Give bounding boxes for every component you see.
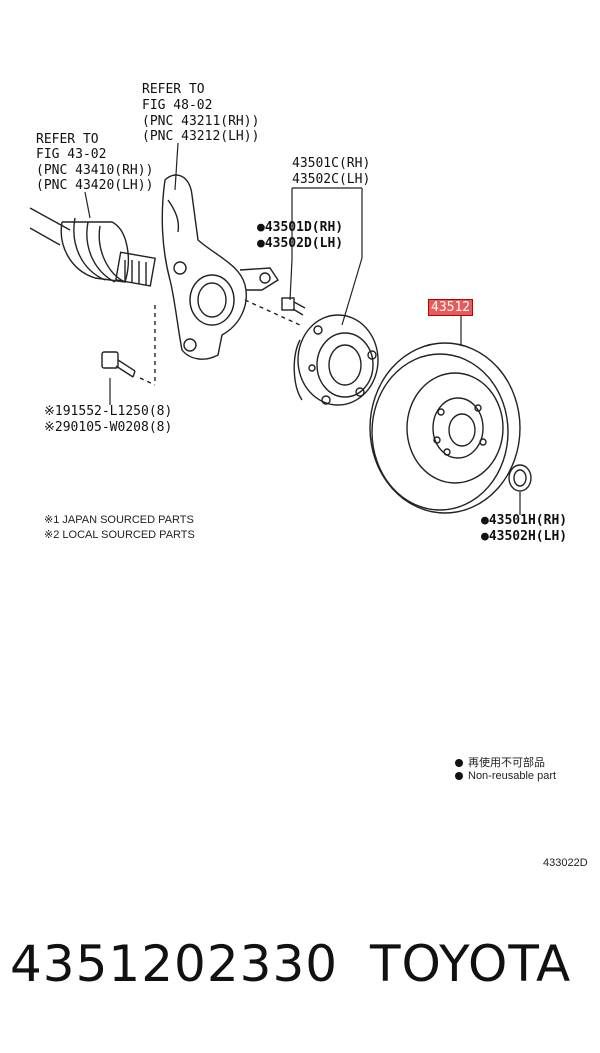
- refer-left-line3: (PNC 43410(RH)): [36, 163, 154, 178]
- note-local: ※2 LOCAL SOURCED PARTS: [44, 529, 195, 541]
- knuckle-bolt-line2: ※290105-W0208(8): [44, 420, 173, 435]
- brake-disc-drawing: [369, 342, 521, 514]
- hub-nut-drawing: [508, 464, 532, 492]
- bolt-part-lh: ●43502D(LH): [257, 236, 344, 251]
- refer-upper-line1: REFER TO: [142, 82, 205, 97]
- refer-upper-line3: (PNC 43211(RH)): [142, 114, 260, 129]
- legend-jp: 再使用不可部品: [455, 754, 545, 770]
- leader-lines: [84, 142, 521, 515]
- hub-part-lh: 43502C(LH): [292, 172, 371, 187]
- nut-part-lh: ●43502H(LH): [481, 529, 568, 544]
- legend-en: Non-reusable part: [455, 770, 556, 782]
- hub-bolt-drawing: [281, 297, 306, 316]
- legend-en-text: Non-reusable part: [468, 770, 557, 782]
- hub-part-rh: 43501C(RH): [292, 156, 371, 171]
- refer-upper-line4: (PNC 43212(LH)): [142, 129, 260, 144]
- wheel-hub-drawing: [293, 314, 379, 406]
- drive-shaft-drawing: [29, 207, 156, 287]
- assembly-dash-lines: [139, 299, 301, 386]
- disc-part-highlight[interactable]: 43512: [428, 299, 474, 316]
- legend-jp-text: 再使用不可部品: [468, 757, 545, 769]
- refer-left-line1: REFER TO: [36, 132, 99, 147]
- footer-part-number: 4351202330: [10, 935, 339, 993]
- refer-upper-line2: FIG 48-02: [142, 98, 213, 113]
- refer-left-line4: (PNC 43420(LH)): [36, 178, 154, 193]
- nut-part-rh: ●43501H(RH): [481, 513, 568, 528]
- steering-knuckle-drawing: [161, 174, 279, 360]
- footer-brand: TOYOTA: [370, 935, 572, 993]
- knuckle-bolt-drawing: [101, 351, 136, 378]
- bullet-icon: [455, 759, 463, 768]
- refer-left-line2: FIG 43-02: [36, 147, 107, 162]
- bolt-part-rh: ●43501D(RH): [257, 220, 344, 235]
- figure-code: 433022D: [543, 857, 588, 869]
- bullet-icon: [455, 772, 463, 781]
- knuckle-bolt-line1: ※191552-L1250(8): [44, 404, 173, 419]
- note-japan: ※1 JAPAN SOURCED PARTS: [44, 514, 194, 526]
